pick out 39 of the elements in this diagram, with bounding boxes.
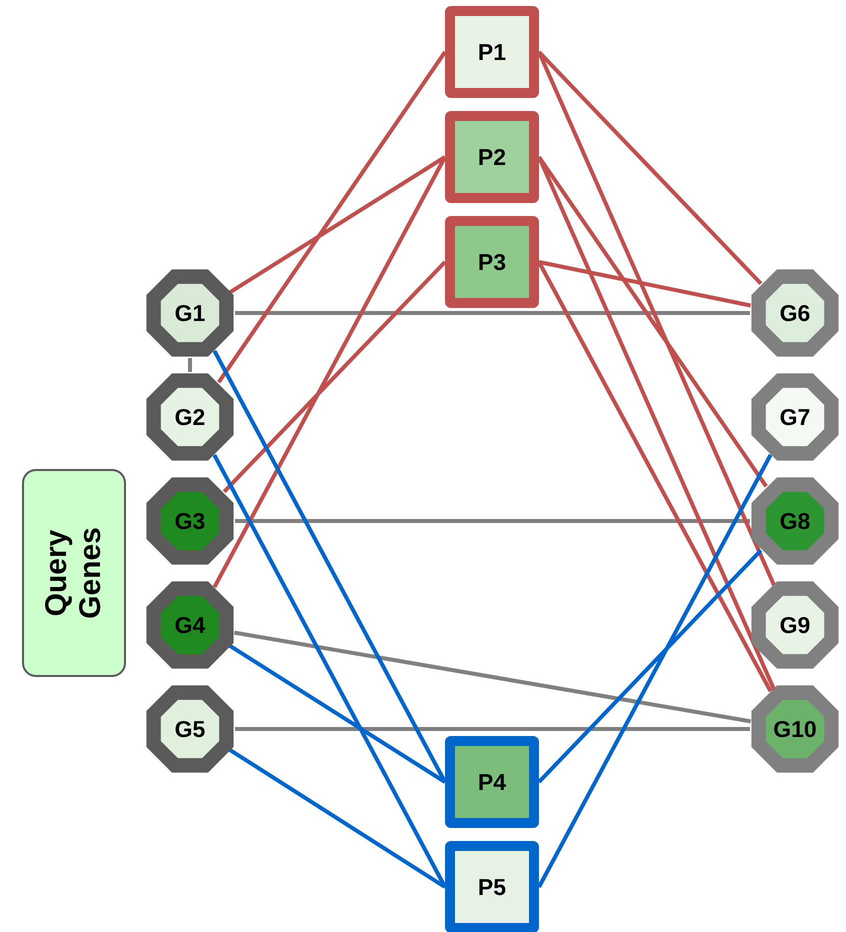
connector-line <box>538 260 751 308</box>
protein-square <box>445 111 539 203</box>
node-label: G4 <box>174 614 206 636</box>
protein-square <box>445 6 539 98</box>
connector-line <box>235 311 750 315</box>
node-label: G3 <box>174 510 206 532</box>
node-label: P2 <box>478 146 506 168</box>
connector-line <box>228 644 446 784</box>
connector-line <box>188 358 192 372</box>
node-label: G8 <box>780 510 810 532</box>
node-label: P5 <box>478 876 506 898</box>
connector-line <box>228 155 446 294</box>
node-label: G1 <box>174 302 206 324</box>
connector-line <box>235 727 750 731</box>
connector-line <box>217 50 447 384</box>
connector-line <box>222 260 446 494</box>
connector-line <box>537 156 768 488</box>
connector-line <box>538 50 762 285</box>
protein-square <box>445 216 539 308</box>
node-label: P3 <box>478 250 506 274</box>
connector-line <box>537 454 772 888</box>
connector-line <box>538 549 762 784</box>
protein-square <box>445 736 539 828</box>
protein-square <box>445 841 539 932</box>
node-label: P4 <box>478 770 506 794</box>
connector-line <box>234 630 752 724</box>
connector-line <box>228 748 446 889</box>
node-label: G10 <box>773 718 817 740</box>
connector-line <box>235 519 750 523</box>
connector-line <box>537 156 776 690</box>
node-label: G6 <box>780 302 810 324</box>
node-label: P1 <box>478 40 506 64</box>
node-label: G5 <box>174 718 206 740</box>
box-label: Query Genes <box>40 526 108 621</box>
node-label: G7 <box>780 406 810 428</box>
query-genes-box <box>22 469 126 677</box>
node-label: G2 <box>174 406 206 428</box>
node-label: G9 <box>780 614 810 636</box>
connector-line <box>537 261 772 692</box>
